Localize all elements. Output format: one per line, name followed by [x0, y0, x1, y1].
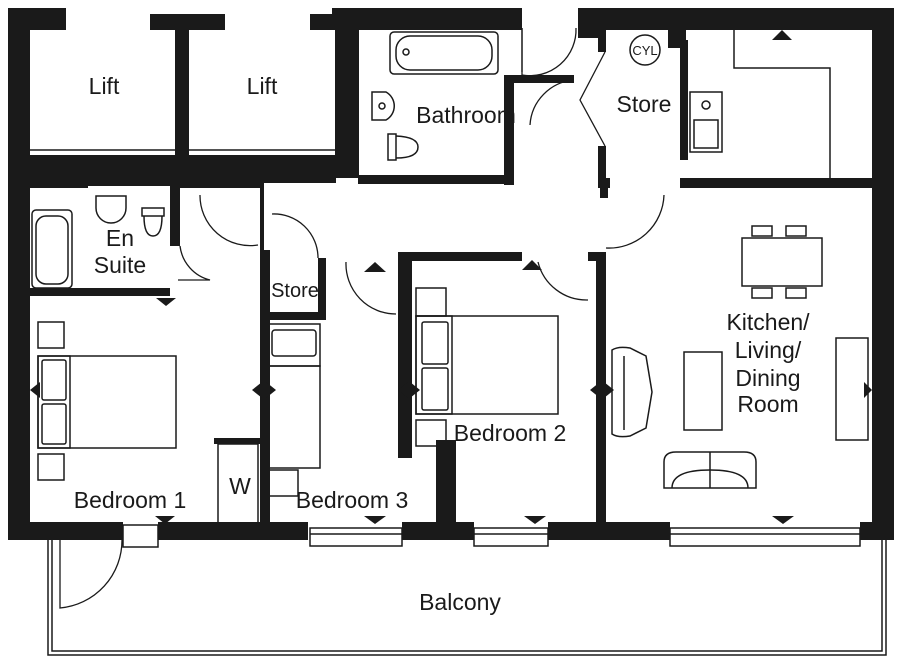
- walls: [8, 8, 894, 540]
- windows: [122, 524, 861, 548]
- doors: [59, 27, 665, 609]
- lift-2-label: Lift: [247, 73, 278, 99]
- markers: [30, 30, 872, 524]
- balcony-area: [47, 540, 887, 656]
- room-labels: Lift Lift Bathroom Store CYL En Suite St…: [74, 43, 810, 615]
- kitchen-label-line3: Dining: [735, 365, 800, 391]
- store-hall-label: Store: [617, 91, 672, 117]
- bedroom-3-label: Bedroom 3: [296, 487, 409, 513]
- kitchen-label-line4: Room: [737, 391, 798, 417]
- wardrobe-label: W: [229, 473, 251, 499]
- fixtures: [30, 30, 869, 497]
- en-suite-label-line2: Suite: [94, 252, 146, 278]
- bathroom-label: Bathroom: [416, 102, 516, 128]
- en-suite-label-line1: En: [106, 225, 134, 251]
- lift-1-label: Lift: [89, 73, 120, 99]
- kitchen-label-line1: Kitchen/: [726, 309, 810, 335]
- bedroom-1-label: Bedroom 1: [74, 487, 187, 513]
- cylinder-label: CYL: [632, 43, 657, 58]
- kitchen-label-line2: Living/: [735, 337, 802, 363]
- bedroom-2-label: Bedroom 2: [454, 420, 567, 446]
- store-small-label: Store: [271, 280, 319, 302]
- balcony-label: Balcony: [419, 589, 501, 615]
